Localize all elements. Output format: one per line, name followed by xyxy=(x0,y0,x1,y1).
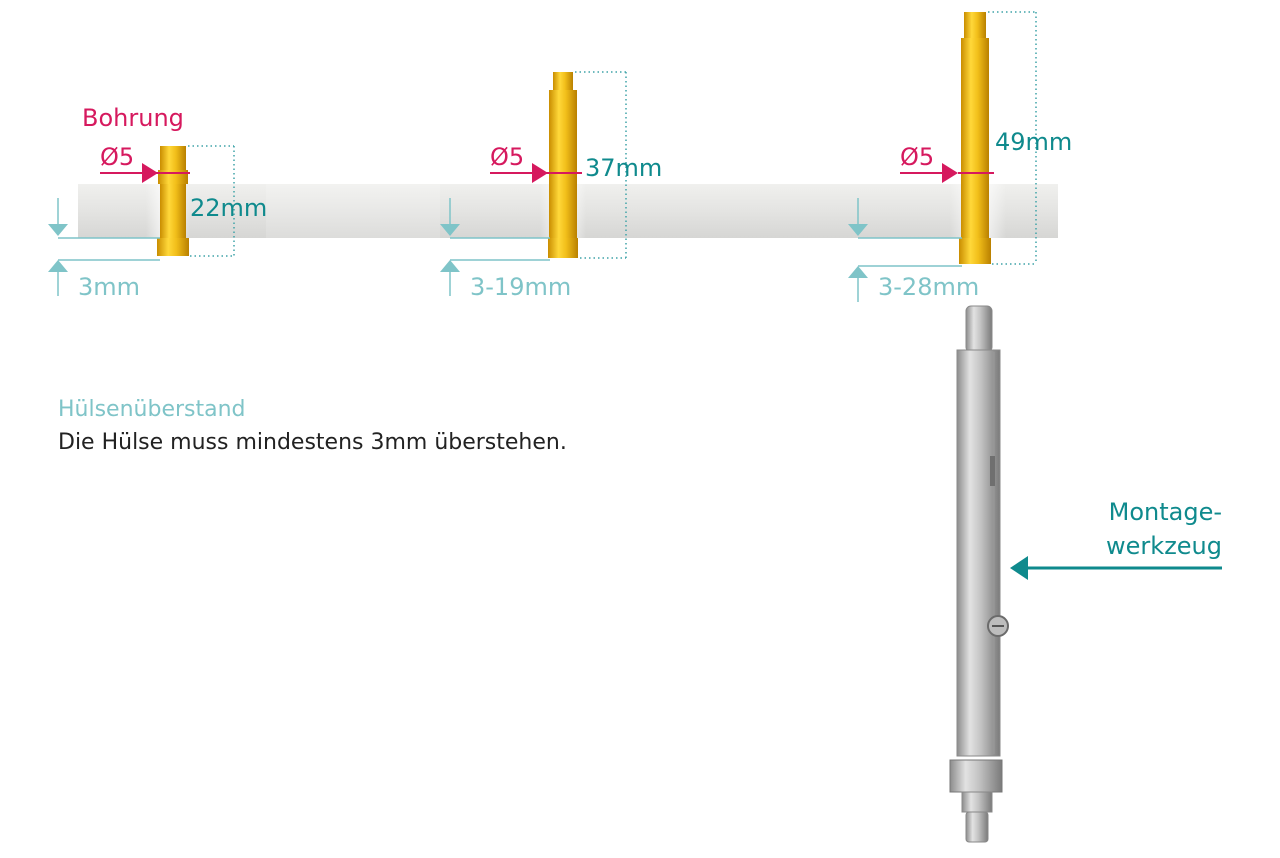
board-segment-connector xyxy=(266,184,440,238)
tool-end xyxy=(965,811,989,843)
diameter-label-2: Ø5 xyxy=(490,143,524,171)
diameter-arrow-3 xyxy=(900,163,958,183)
tool-label-line1: Montage- xyxy=(1109,498,1222,526)
info-title: Hülsenüberstand xyxy=(58,397,246,422)
bohrung-label: Bohrung xyxy=(82,104,184,132)
diameter-label-3: Ø5 xyxy=(900,143,934,171)
tool-tip xyxy=(965,305,993,353)
sleeve-1 xyxy=(146,146,190,256)
length-label-2: 37mm xyxy=(585,154,662,182)
sleeve-2 xyxy=(540,72,586,258)
tool-slot xyxy=(990,456,995,486)
sleeve-2-collar xyxy=(548,238,578,258)
protrusion-label-2: 3-19mm xyxy=(470,273,571,301)
tool-pointer-arrow xyxy=(1010,556,1222,580)
diameter-arrow-2 xyxy=(490,163,548,183)
protrusion-marker-2 xyxy=(440,198,550,296)
sleeve-3-tip xyxy=(964,12,986,40)
tool-shaft xyxy=(956,349,1001,757)
protrusion-marker-3 xyxy=(848,198,962,302)
sleeve-2-tip xyxy=(553,72,573,92)
diameter-label-1: Ø5 xyxy=(100,143,134,171)
tool-nut xyxy=(949,759,1003,793)
protrusion-label-1: 3mm xyxy=(78,273,140,301)
sleeve-3-collar xyxy=(959,238,991,264)
length-bracket-1 xyxy=(188,145,235,257)
mounting-tool xyxy=(949,305,1009,843)
sleeve-1-body xyxy=(160,146,186,256)
sleeve-3 xyxy=(950,12,1006,264)
sleeve-1-collar xyxy=(157,238,189,256)
info-text: Die Hülse muss mindestens 3mm überstehen… xyxy=(58,430,567,455)
protrusion-label-3: 3-28mm xyxy=(878,273,979,301)
tool-stem xyxy=(961,791,993,813)
length-bracket-3 xyxy=(988,11,1037,265)
board-segment-right xyxy=(720,184,1058,238)
length-label-3: 49mm xyxy=(995,128,1072,156)
length-label-1: 22mm xyxy=(190,194,267,222)
protrusion-marker-1 xyxy=(48,198,160,296)
diameter-arrow-1 xyxy=(100,163,158,183)
length-bracket-2 xyxy=(575,71,627,259)
sleeve-3-body xyxy=(961,38,989,264)
tool-label-line2: werkzeug xyxy=(1106,532,1222,560)
